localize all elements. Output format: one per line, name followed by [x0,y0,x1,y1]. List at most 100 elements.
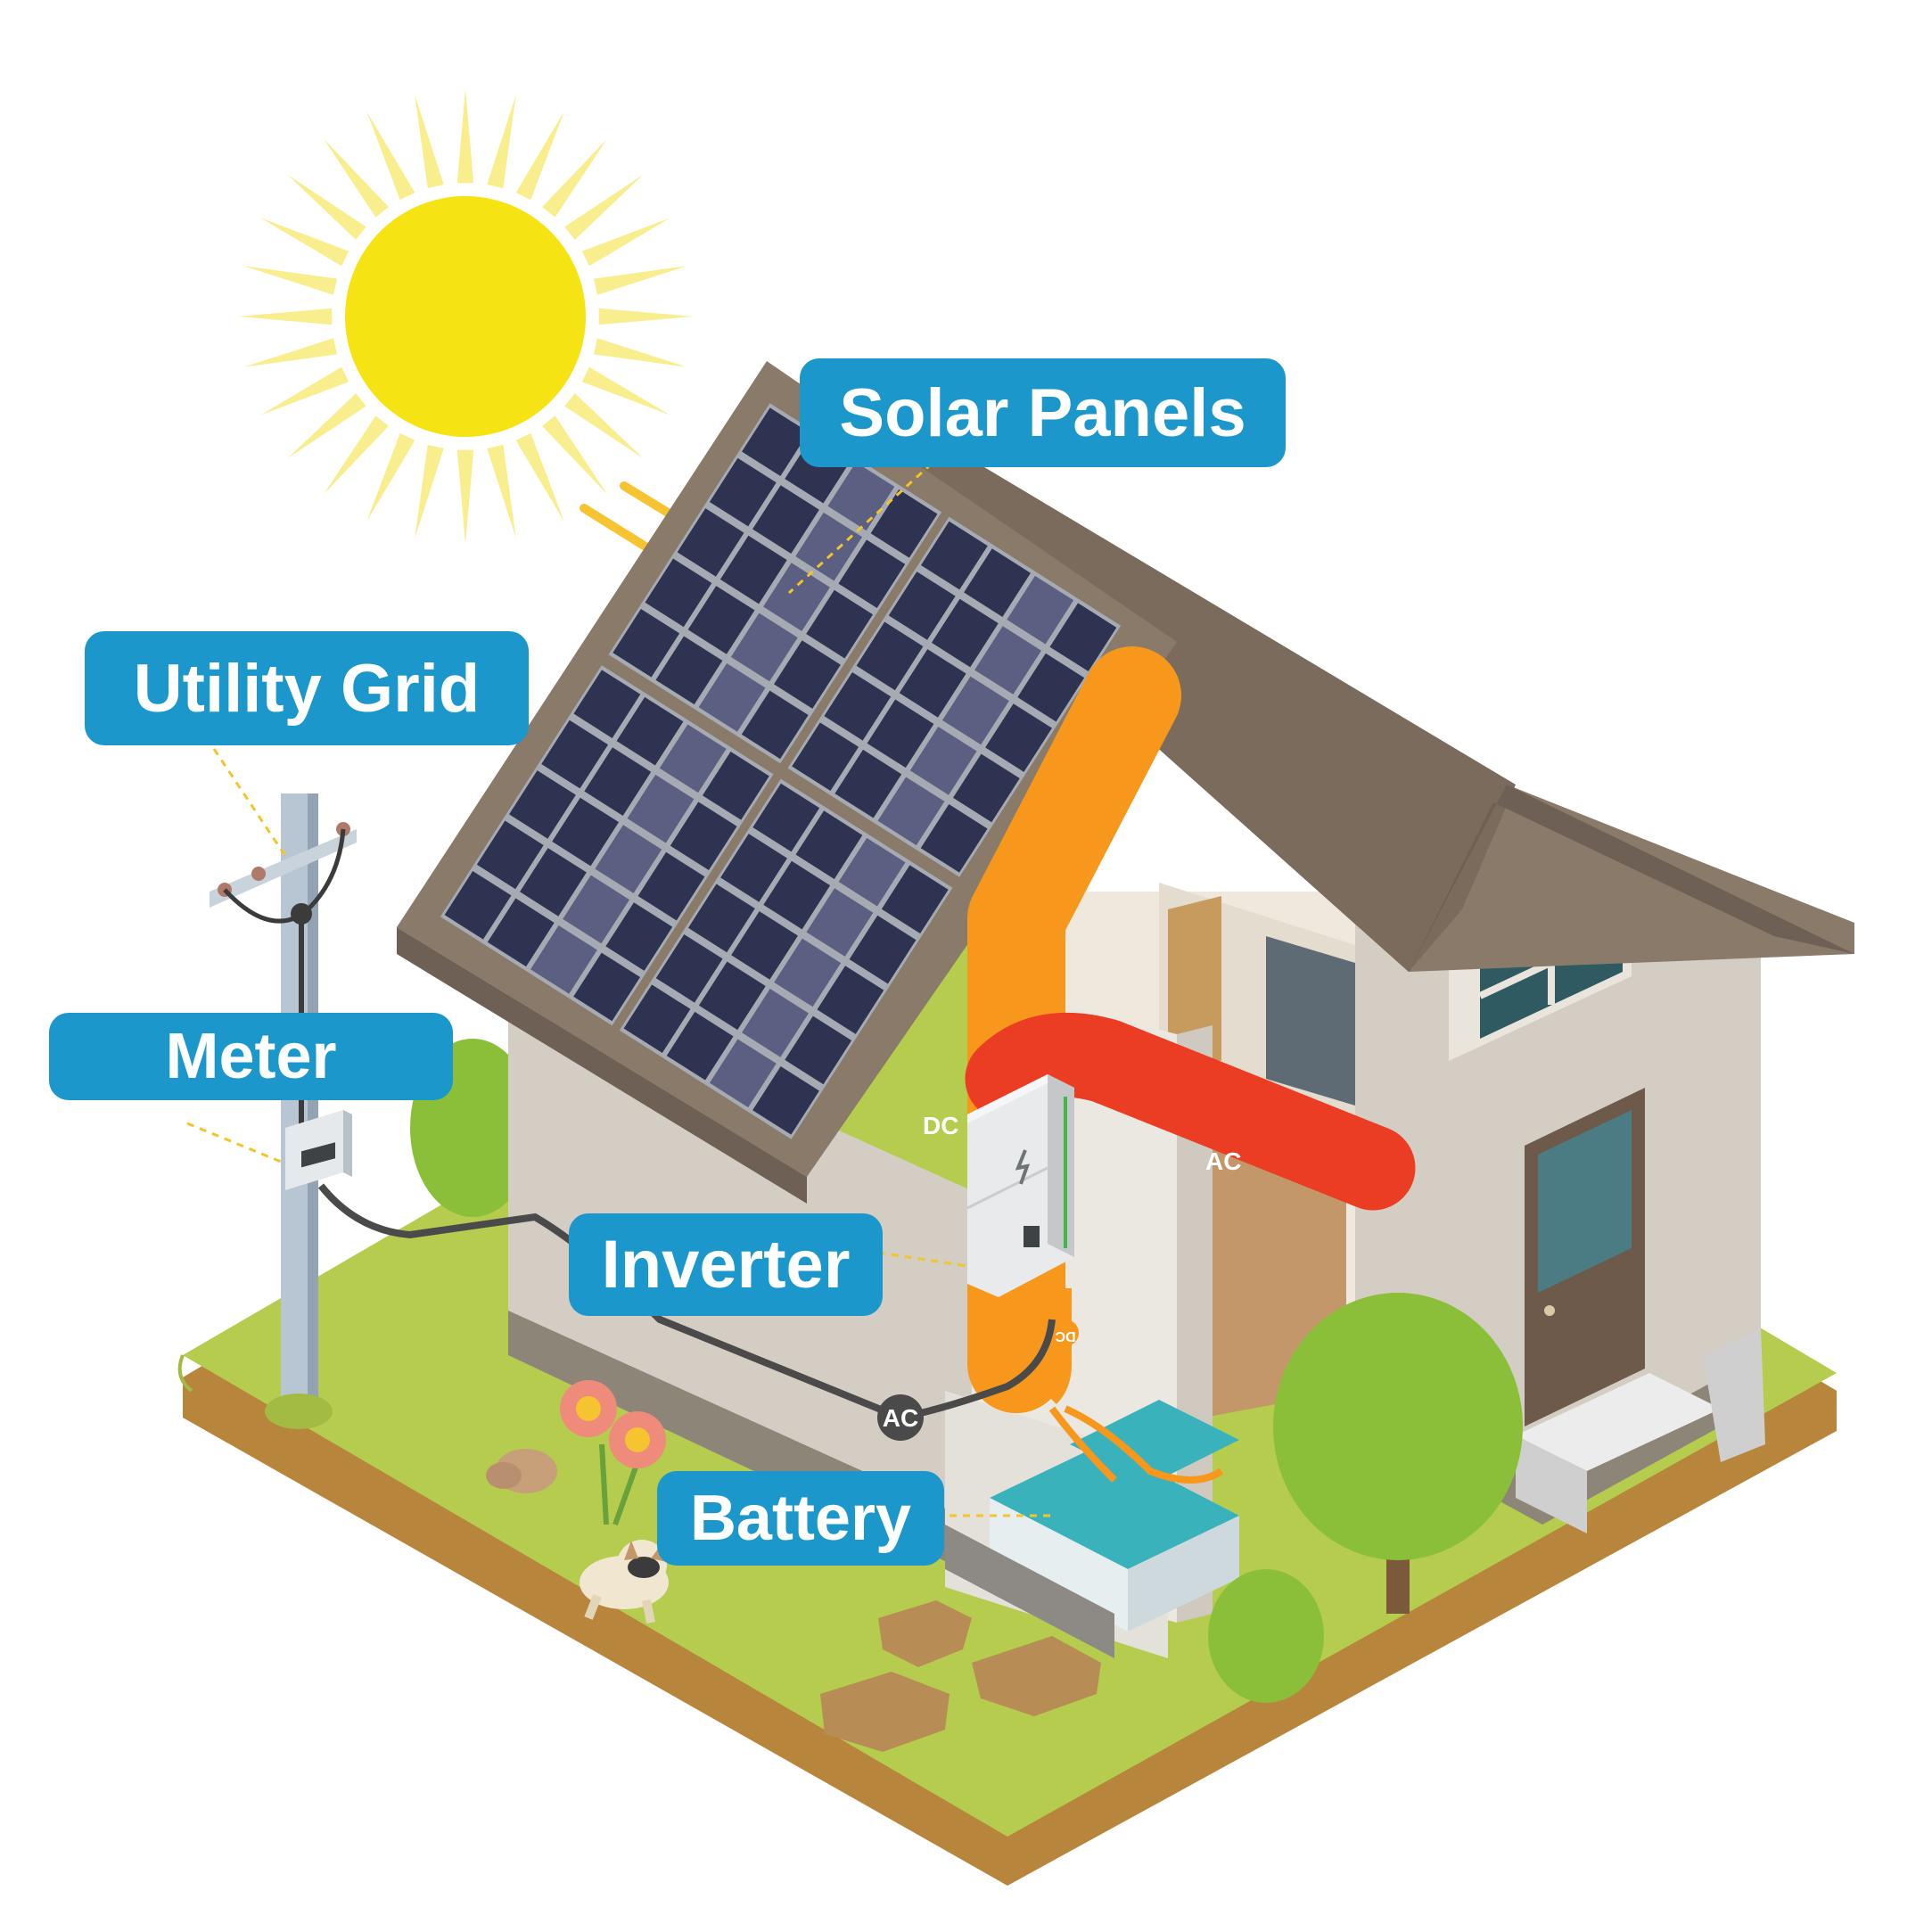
sun-ray [366,432,415,522]
solar-cell [741,690,809,760]
sun-ray [487,444,516,538]
solar-cell [920,521,988,590]
sun-ray [287,393,366,458]
utility-pole-icon [210,793,357,1429]
solar-cell [563,875,630,944]
solar-cell [763,860,831,930]
sun-ray [598,308,693,325]
ac-cable [965,1012,1416,1211]
solar-cell [687,586,755,654]
solar-cell [795,512,863,581]
solar-cell [834,749,902,818]
solar-cell [824,671,892,741]
solar-cell [752,783,820,852]
leader-lines [186,462,1052,1517]
solar-cell [623,984,691,1053]
sun-ray [487,95,516,189]
solar-cell [552,797,620,867]
solar-cell [1007,575,1074,645]
solar-cell [520,848,587,917]
sun-ray [593,266,687,295]
sun-ray [593,338,687,367]
meter-label: Meter [49,1013,453,1100]
solar-cell [792,722,859,791]
ac-flow-label: AC [1205,1147,1241,1175]
inverter-label: Inverter [569,1213,883,1316]
solar-cell [838,539,906,609]
solar-cell [974,626,1041,695]
front-door [1525,1088,1645,1426]
solar-cell [774,640,841,709]
solar-cell [752,1066,819,1135]
sun-ray [324,138,389,218]
sun-icon [238,89,693,544]
solar-cell [655,636,723,705]
inverter-battery-cable [1047,1288,1072,1404]
solar-cell [920,804,988,873]
sun-ray [515,111,564,201]
solar-cell [530,925,597,994]
solar-cell [616,696,684,766]
sun-ray [564,393,644,458]
sun-ray [238,308,333,325]
solar-cell [1017,653,1085,722]
sun-ray [564,175,644,240]
sun-ray [324,415,389,495]
solar-cell [709,1039,777,1108]
solar-cell [637,851,705,921]
flower-icon [560,1380,666,1526]
solar-cell [817,966,884,1034]
solar-cell [687,884,755,953]
solar-cell [698,961,766,1031]
sun-ray [366,111,415,201]
solar-cell [730,612,798,682]
solar-cell [806,589,874,659]
solar-cell [877,777,945,846]
solar-cell [964,548,1031,617]
solar-cell [742,407,809,476]
rock [486,1449,557,1493]
utility-grid-label: Utility Grid [85,631,529,745]
solar-cell [806,888,874,957]
stepping-stones [820,1600,1101,1752]
solar-cell [763,563,830,631]
solar-cell [444,870,512,940]
sun-ray [243,266,338,295]
meter-icon [285,1110,352,1190]
solar-cell [899,649,966,718]
solar-cell [952,753,1020,823]
ac-node-label: AC [883,1404,918,1432]
sun-ray [456,89,474,184]
sun-ray [415,444,444,538]
solar-cell [931,598,999,668]
solar-cell [719,535,787,604]
solar-cell [698,663,766,732]
solar-cell [605,902,673,971]
sun-ray [515,432,564,522]
solar-cell [670,802,737,871]
solar-cell [888,571,956,640]
solar-cell [985,703,1052,772]
solar-cell [856,621,924,691]
solar-cell [573,952,641,1022]
solar-cell [827,462,895,531]
solar-cell [849,915,917,984]
dc-connector-node [1052,1320,1079,1346]
solar-cell [881,865,949,934]
solar-cell [742,989,809,1057]
ac-node: AC [877,1394,924,1441]
sun-ray [415,95,444,189]
solar-cell [476,820,544,890]
solar-cell [595,825,662,893]
solar-cell [720,834,787,902]
sun-ray [287,175,366,240]
inverter-icon [966,1074,1074,1297]
solar-cell [541,719,609,789]
solar-cell [509,770,576,839]
solar-cell [573,670,641,738]
solar-cell [867,699,934,769]
battery-icon [945,1400,1239,1658]
front-steps [1516,1328,1765,1533]
sun-ray [260,366,349,415]
solar-cell [838,837,906,907]
